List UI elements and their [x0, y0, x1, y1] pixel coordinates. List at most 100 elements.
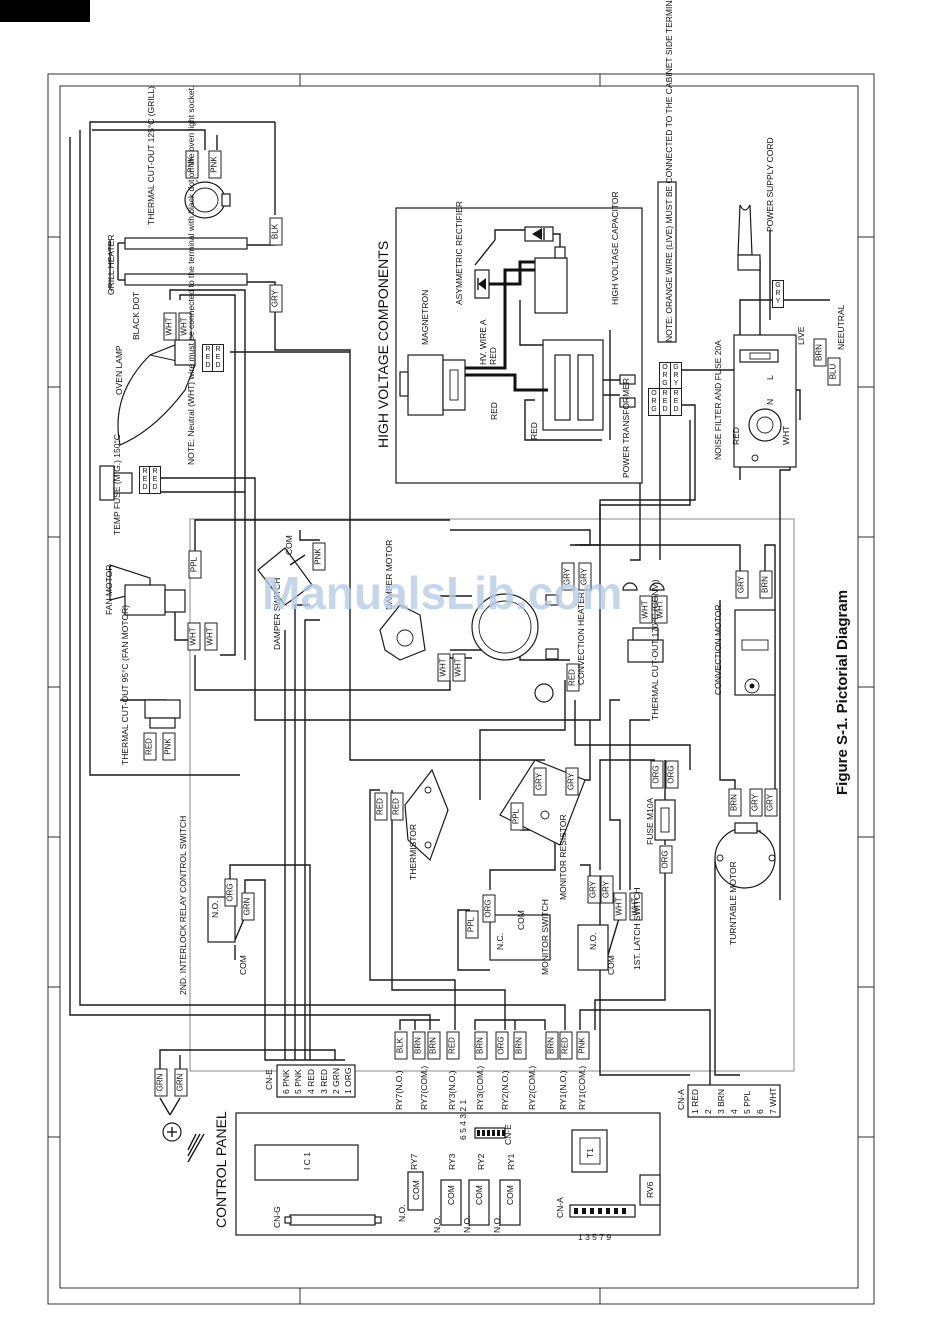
outer-frame — [47, 73, 875, 1305]
live-label: LIVE — [796, 326, 806, 345]
relay-label: RY2(COM.) — [527, 1065, 537, 1110]
cn-a-pin-5: 5 PPL — [742, 1090, 752, 1114]
power-supply-cord-plug — [737, 204, 761, 271]
wire-tag-pnk: PNK — [162, 732, 176, 761]
frame-ticks — [48, 74, 874, 1304]
cn-e-connector — [276, 1064, 356, 1098]
magnetron-label: MAGNETRON — [420, 289, 430, 345]
turntable-motor-label: TURNTABLE MOTOR — [728, 861, 738, 945]
thermistor-label: THERMISTOR — [408, 823, 418, 880]
relay-label: RY7(N.O.) — [394, 1070, 404, 1110]
wire-tag-brn: BRN — [728, 788, 742, 817]
wire-tag-ppl: PPL — [465, 910, 479, 939]
monitor-switch-label: MONITOR SWITCH — [540, 899, 550, 975]
cn-a-board-pins: 1 3 5 7 9 — [578, 1232, 612, 1242]
relay-wire-tag: RED — [559, 1031, 573, 1060]
oven-lamp — [117, 339, 196, 446]
relay-label: RY1(N.O.) — [558, 1070, 568, 1110]
wire-tag-org: ORG — [650, 760, 664, 789]
cn-e-pin-4: 4 RED — [306, 1068, 316, 1094]
relay-wire-tag: ORG — [495, 1031, 509, 1060]
high-voltage-box — [395, 207, 643, 484]
cn-a-board-label: CN-A — [555, 1197, 565, 1218]
figure-title: Figure S-1. Pictorial Diagram — [834, 589, 851, 795]
control-panel-label: CONTROL PANEL — [213, 1111, 229, 1228]
ry2-label: RY2 — [476, 1153, 486, 1170]
monitor-switch — [489, 914, 551, 961]
com-label: COM — [284, 535, 294, 555]
ground-symbol — [162, 1122, 205, 1163]
neutral-label: NEEUTRAL — [836, 304, 846, 350]
relay-wire-tag: PNK — [576, 1031, 590, 1060]
cn-a-pin-7: 7 WHT — [768, 1087, 778, 1114]
cn-a-pin-6: 6 — [755, 1109, 765, 1114]
grill-heater-label: GRILL HEATER — [106, 234, 116, 295]
red-label: RED — [731, 427, 741, 445]
hv-wire-a-label: HV. WIRE A — [478, 319, 488, 365]
cn-e-pin-6: 6 PNK — [281, 1069, 291, 1094]
ry1-label: RY1 — [506, 1153, 516, 1170]
cn-a-label: CN-A — [676, 1089, 686, 1110]
damper-switch — [257, 547, 313, 606]
orange-note: NOTE: ORANGE WIRE (LIVE) MUST BE CONNECT… — [664, 0, 674, 342]
rv6-label: RV6 — [645, 1181, 655, 1198]
wire-tag-pnk: PNK — [208, 150, 222, 179]
monitor-resistor-label: MONITOR RESISTOR — [558, 814, 568, 900]
relay-wire-tag: BRN — [474, 1031, 488, 1060]
wire-tag-wht: WHT — [452, 653, 466, 682]
ry2-com: COM — [474, 1185, 484, 1205]
red-label: RED — [488, 347, 498, 365]
hv-diode-top — [524, 226, 554, 242]
temp-fuse — [99, 465, 133, 501]
relay-wire-tag: RED — [446, 1031, 460, 1060]
cavity-outline — [189, 518, 795, 1072]
damper-motor — [379, 604, 426, 661]
wire-tag-blk: BLK — [269, 217, 283, 246]
ry1-com: COM — [505, 1185, 515, 1205]
hv-components-title: HIGH VOLTAGE COMPONENTS — [375, 240, 391, 448]
thermal-cutout-grill — [184, 180, 231, 219]
t1-label: T1 — [585, 1148, 595, 1158]
noise-filter-parts — [739, 349, 782, 462]
wire-tag-ppl: PPL — [510, 802, 524, 831]
hv-thin-wiring — [474, 229, 620, 441]
convection-motor-label: CONVECTION MOTOR — [713, 604, 723, 695]
relay-wire-tag: BRN — [412, 1031, 426, 1060]
cn-e-pin-1: 1 ORG — [343, 1067, 353, 1094]
power-cord-label: POWER SUPPLY CORD — [765, 137, 775, 232]
power-transformer-label: POWER TRANSFORMER — [621, 378, 631, 478]
thermal-cutout-conv — [622, 582, 665, 663]
wire-tag-gry: GRY — [587, 875, 601, 904]
fan-cutout-label: THERMAL CUT-OUT 95°C (FAN MOTOR) — [120, 604, 130, 765]
cn-e-board-pins — [477, 1130, 505, 1136]
ic1-label: I C 1 — [302, 1152, 312, 1170]
ry3-com: COM — [446, 1185, 456, 1205]
wire-tag-wht: WHT — [187, 622, 201, 651]
interlock-label: 2ND. INTERLOCK RELAY CONTROL SWITCH — [178, 815, 188, 995]
relay-wire-tag: BRN — [513, 1031, 527, 1060]
wire-tag-gry: GRY — [533, 767, 547, 796]
wire-tag-gry: GRY — [749, 788, 763, 817]
latch-com-label: COM — [606, 955, 616, 975]
cn-g-label: CN-G — [272, 1206, 282, 1228]
wire-tag-wht: WHT — [163, 312, 177, 341]
temp-fuse-label: TEMP FUSE (M.G.) 150°C — [112, 433, 122, 535]
first-latch-switch — [577, 914, 621, 971]
grill-heater — [117, 237, 248, 286]
wire-tag-red: RED — [390, 792, 404, 821]
wire-tag-gry: GRY — [764, 788, 778, 817]
cn-a-board-pins — [574, 1208, 626, 1214]
wire-tag-gry: GRY — [600, 875, 614, 904]
ry3-no: N.O. — [432, 1215, 442, 1233]
relay-wire-tag: BRN — [545, 1031, 559, 1060]
wire-tag-wht: WHT — [437, 653, 451, 682]
hv-wiring — [465, 260, 548, 392]
ry7-label: RY7 — [409, 1153, 419, 1170]
wire-tag-org: ORG — [482, 894, 496, 923]
wire-tag-gry: GRY — [269, 284, 283, 313]
